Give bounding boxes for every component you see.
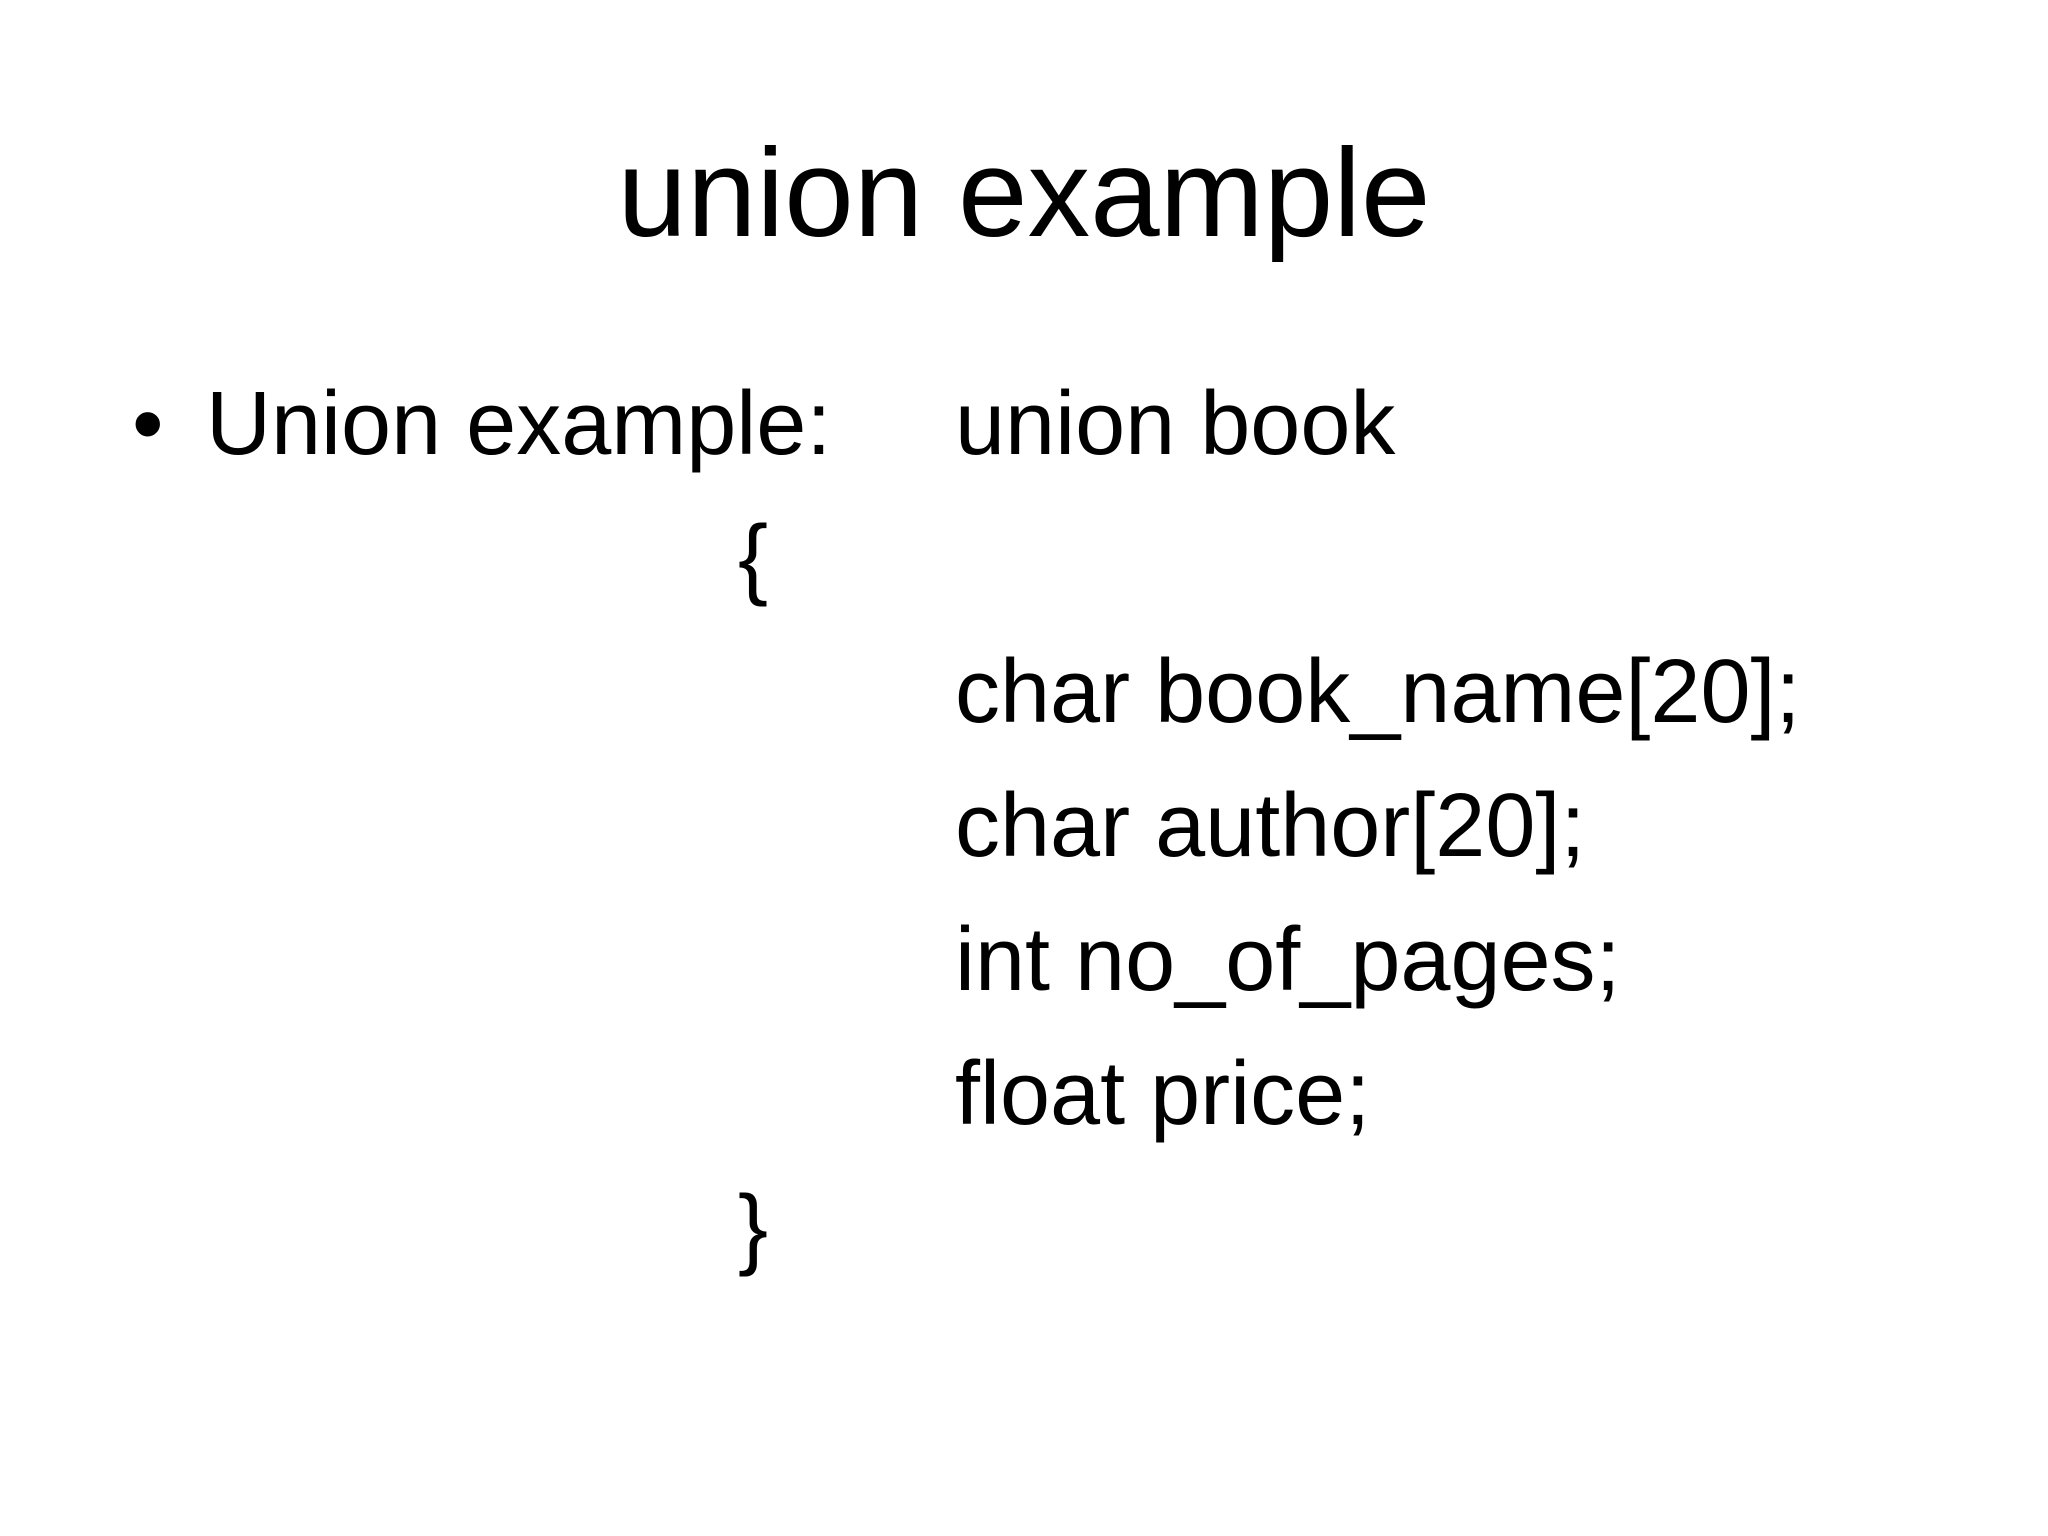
slide-title: union example (617, 124, 1431, 263)
slide-body: • Union example: union book { char book_… (0, 357, 2048, 1295)
code-line: char author[20]; (0, 759, 2048, 893)
code-member-book-name: char book_name[20]; (955, 642, 1801, 742)
code-union-declaration: union book (955, 374, 1396, 474)
code-line: } (0, 1161, 2048, 1295)
code-close-brace: } (738, 1178, 769, 1278)
code-open-brace: { (738, 508, 769, 608)
code-member-no-of-pages: int no_of_pages; (955, 910, 1621, 1010)
code-member-author: char author[20]; (955, 776, 1586, 876)
code-line: { (0, 491, 2048, 625)
code-line: int no_of_pages; (0, 893, 2048, 1027)
bullet-marker: • (132, 374, 164, 474)
bullet-line: • Union example: union book (0, 357, 2048, 491)
bullet-label: Union example: (206, 374, 832, 474)
code-line: float price; (0, 1027, 2048, 1161)
code-line: char book_name[20]; (0, 625, 2048, 759)
code-member-price: float price; (955, 1044, 1371, 1144)
